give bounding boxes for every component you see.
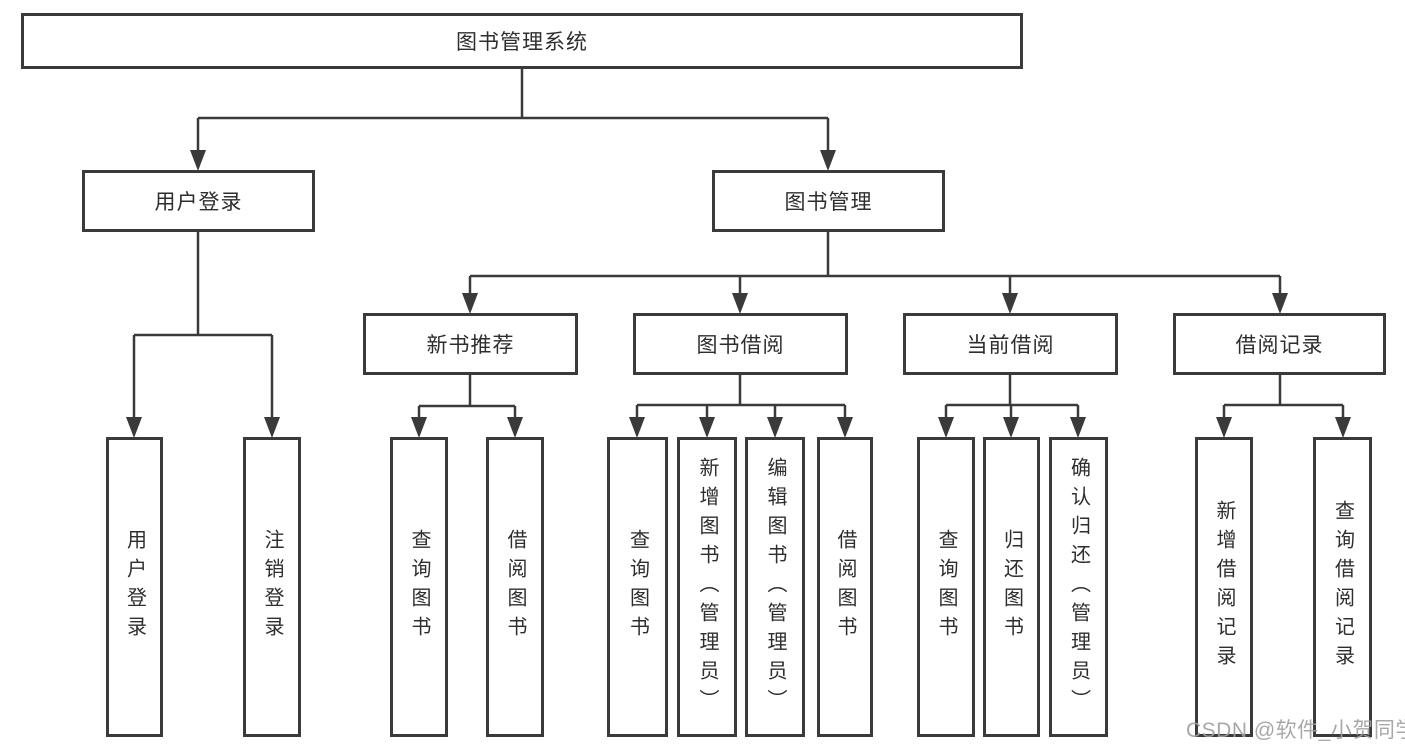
leaf-query-borrow-record: 查询借阅记录 — [1313, 437, 1372, 737]
leaf-borrowing-query-books: 查询图书 — [607, 437, 668, 737]
node-book-borrowing: 图书借阅 — [633, 313, 848, 375]
leaf-logout: 注销登录 — [243, 437, 301, 737]
leaf-borrowing-borrow-books: 借阅图书 — [817, 437, 873, 737]
node-current-borrowing: 当前借阅 — [903, 313, 1118, 375]
leaf-add-borrow-record-label: 新增借阅记录 — [1213, 500, 1235, 674]
leaf-borrowing-query-books-label: 查询图书 — [626, 529, 649, 645]
leaf-add-books-admin: 新增图书（管理员） — [677, 437, 737, 737]
leaf-recommend-borrow-books-label: 借阅图书 — [504, 529, 526, 645]
leaf-edit-books-admin: 编辑图书（管理员） — [745, 437, 805, 737]
node-user-login: 用户登录 — [82, 170, 315, 232]
leaf-recommend-query-books-label: 查询图书 — [408, 529, 430, 645]
leaf-recommend-borrow-books: 借阅图书 — [486, 437, 544, 737]
leaf-borrowing-borrow-books-label: 借阅图书 — [834, 529, 856, 645]
leaf-current-query-books: 查询图书 — [917, 437, 975, 737]
leaf-add-borrow-record: 新增借阅记录 — [1195, 437, 1253, 737]
leaf-confirm-return-admin-label: 确认归还（管理员） — [1067, 456, 1090, 718]
node-library-management-system: 图书管理系统 — [21, 13, 1023, 69]
leaf-edit-books-admin-label: 编辑图书（管理员） — [764, 456, 786, 718]
leaf-user-login-label: 用户登录 — [123, 529, 146, 645]
leaf-return-books-label: 归还图书 — [1000, 529, 1023, 645]
leaf-logout-label: 注销登录 — [261, 529, 283, 645]
leaf-confirm-return-admin: 确认归还（管理员） — [1049, 437, 1108, 737]
leaf-user-login: 用户登录 — [106, 437, 163, 737]
leaf-add-books-admin-label: 新增图书（管理员） — [696, 456, 718, 718]
leaf-query-borrow-record-label: 查询借阅记录 — [1331, 500, 1354, 674]
node-borrowing-records: 借阅记录 — [1173, 313, 1386, 375]
leaf-recommend-query-books: 查询图书 — [390, 437, 448, 737]
node-new-book-recommendation: 新书推荐 — [363, 313, 578, 375]
node-book-management: 图书管理 — [712, 170, 945, 232]
leaf-return-books: 归还图书 — [983, 437, 1040, 737]
csdn-watermark: CSDN @软件_小贺同学 — [1186, 719, 1405, 742]
leaf-current-query-books-label: 查询图书 — [935, 529, 957, 645]
